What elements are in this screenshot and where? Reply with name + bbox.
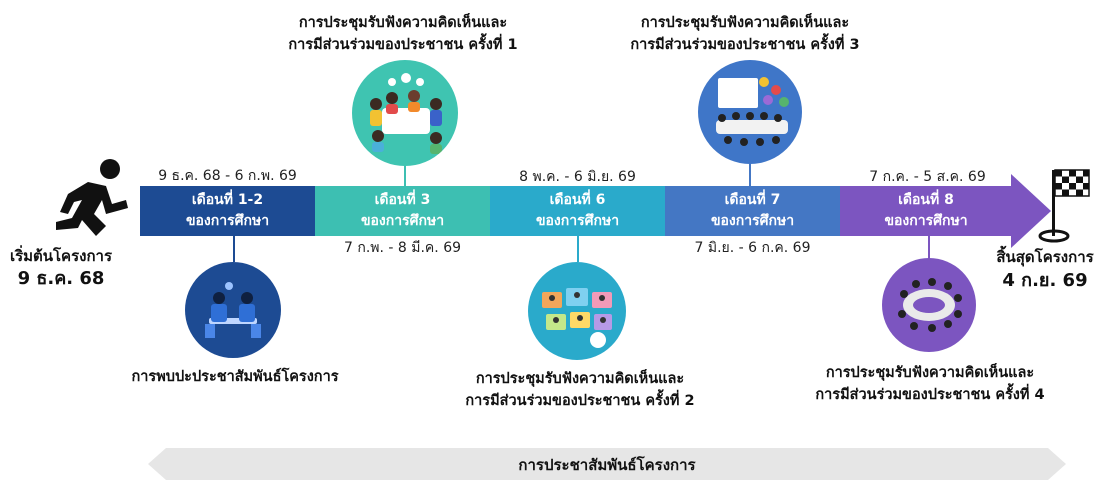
hearing-1-stem	[404, 166, 406, 186]
intro-image	[185, 262, 281, 358]
hearing-2-image	[528, 262, 626, 360]
hearing-4-stem	[928, 236, 930, 260]
date-range-seg4: 7 มิ.ย. - 6 ก.ค. 69	[694, 240, 811, 256]
segment-sublabel: ของการศึกษา	[360, 213, 445, 229]
segment-month-8: เดือนที่ 8 ของการศึกษา	[840, 186, 1012, 236]
hearing-3-image	[698, 60, 802, 164]
date-range-seg5: 7 ก.ค. - 5 ส.ค. 69	[869, 169, 986, 185]
hearing-3-line1: การประชุมรับฟังความคิดเห็นและ	[640, 15, 850, 31]
hearing-4-line2: การมีส่วนร่วมของประชาชน ครั้งที่ 4	[815, 387, 1045, 403]
end-date: 4 ก.ย. 69	[1002, 270, 1088, 291]
start-date: 9 ธ.ค. 68	[17, 268, 105, 289]
end-label: สิ้นสุดโครงการ	[996, 248, 1094, 266]
intro-title: การพบปะประชาสัมพันธ์โครงการ	[131, 369, 339, 385]
hearing-4-line1: การประชุมรับฟังความคิดเห็นและ	[825, 365, 1035, 381]
hearing-2-line1: การประชุมรับฟังความคิดเห็นและ	[475, 371, 685, 387]
hearing-2-stem	[577, 236, 579, 262]
hearing-1-line1: การประชุมรับฟังความคิดเห็นและ	[298, 15, 508, 31]
segment-sublabel: ของการศึกษา	[535, 213, 620, 229]
hearing-3-line2: การมีส่วนร่วมของประชาชน ครั้งที่ 3	[630, 37, 860, 53]
segment-month-6: เดือนที่ 6 ของการศึกษา	[490, 186, 665, 236]
running-person-icon	[56, 159, 128, 236]
intro-stem	[233, 236, 235, 262]
hearing-1-title: การประชุมรับฟังความคิดเห็นและ การมีส่วนร…	[248, 12, 558, 56]
hearing-4-image	[882, 258, 976, 352]
hearing-4-title: การประชุมรับฟังความคิดเห็นและ การมีส่วนร…	[780, 362, 1080, 406]
segment-label: เดือนที่ 3	[374, 192, 431, 208]
date-range-seg1: 9 ธ.ค. 68 - 6 ก.พ. 69	[158, 168, 297, 184]
hearing-2-line2: การมีส่วนร่วมของประชาชน ครั้งที่ 2	[465, 393, 695, 409]
segment-label: เดือนที่ 6	[549, 192, 606, 208]
hearing-2-title: การประชุมรับฟังความคิดเห็นและ การมีส่วนร…	[430, 368, 730, 412]
footer-banner	[148, 448, 1066, 480]
segment-month-1-2: เดือนที่ 1-2 ของการศึกษา	[140, 186, 315, 236]
hearing-1-image	[352, 60, 458, 166]
hearing-1-line2: การมีส่วนร่วมของประชาชน ครั้งที่ 1	[288, 37, 518, 53]
hearing-3-stem	[749, 164, 751, 186]
segment-month-7: เดือนที่ 7 ของการศึกษา	[665, 186, 840, 236]
segment-label: เดือนที่ 1-2	[191, 192, 264, 208]
hearing-3-title: การประชุมรับฟังความคิดเห็นและ การมีส่วนร…	[590, 12, 900, 56]
checkered-flag-icon	[1038, 169, 1090, 243]
segment-sublabel: ของการศึกษา	[185, 213, 270, 229]
segment-month-3: เดือนที่ 3 ของการศึกษา	[315, 186, 490, 236]
start-label: เริ่มต้นโครงการ	[9, 247, 113, 265]
arrow-head	[1011, 174, 1051, 248]
segment-sublabel: ของการศึกษา	[710, 213, 795, 229]
date-range-seg3: 8 พ.ค. - 6 มิ.ย. 69	[519, 169, 636, 185]
footer-label: การประชาสัมพันธ์โครงการ	[518, 456, 696, 474]
segment-label: เดือนที่ 8	[898, 192, 954, 208]
segment-label: เดือนที่ 7	[724, 192, 781, 208]
date-range-seg2: 7 ก.พ. - 8 มี.ค. 69	[343, 240, 462, 256]
segment-sublabel: ของการศึกษา	[884, 213, 968, 229]
